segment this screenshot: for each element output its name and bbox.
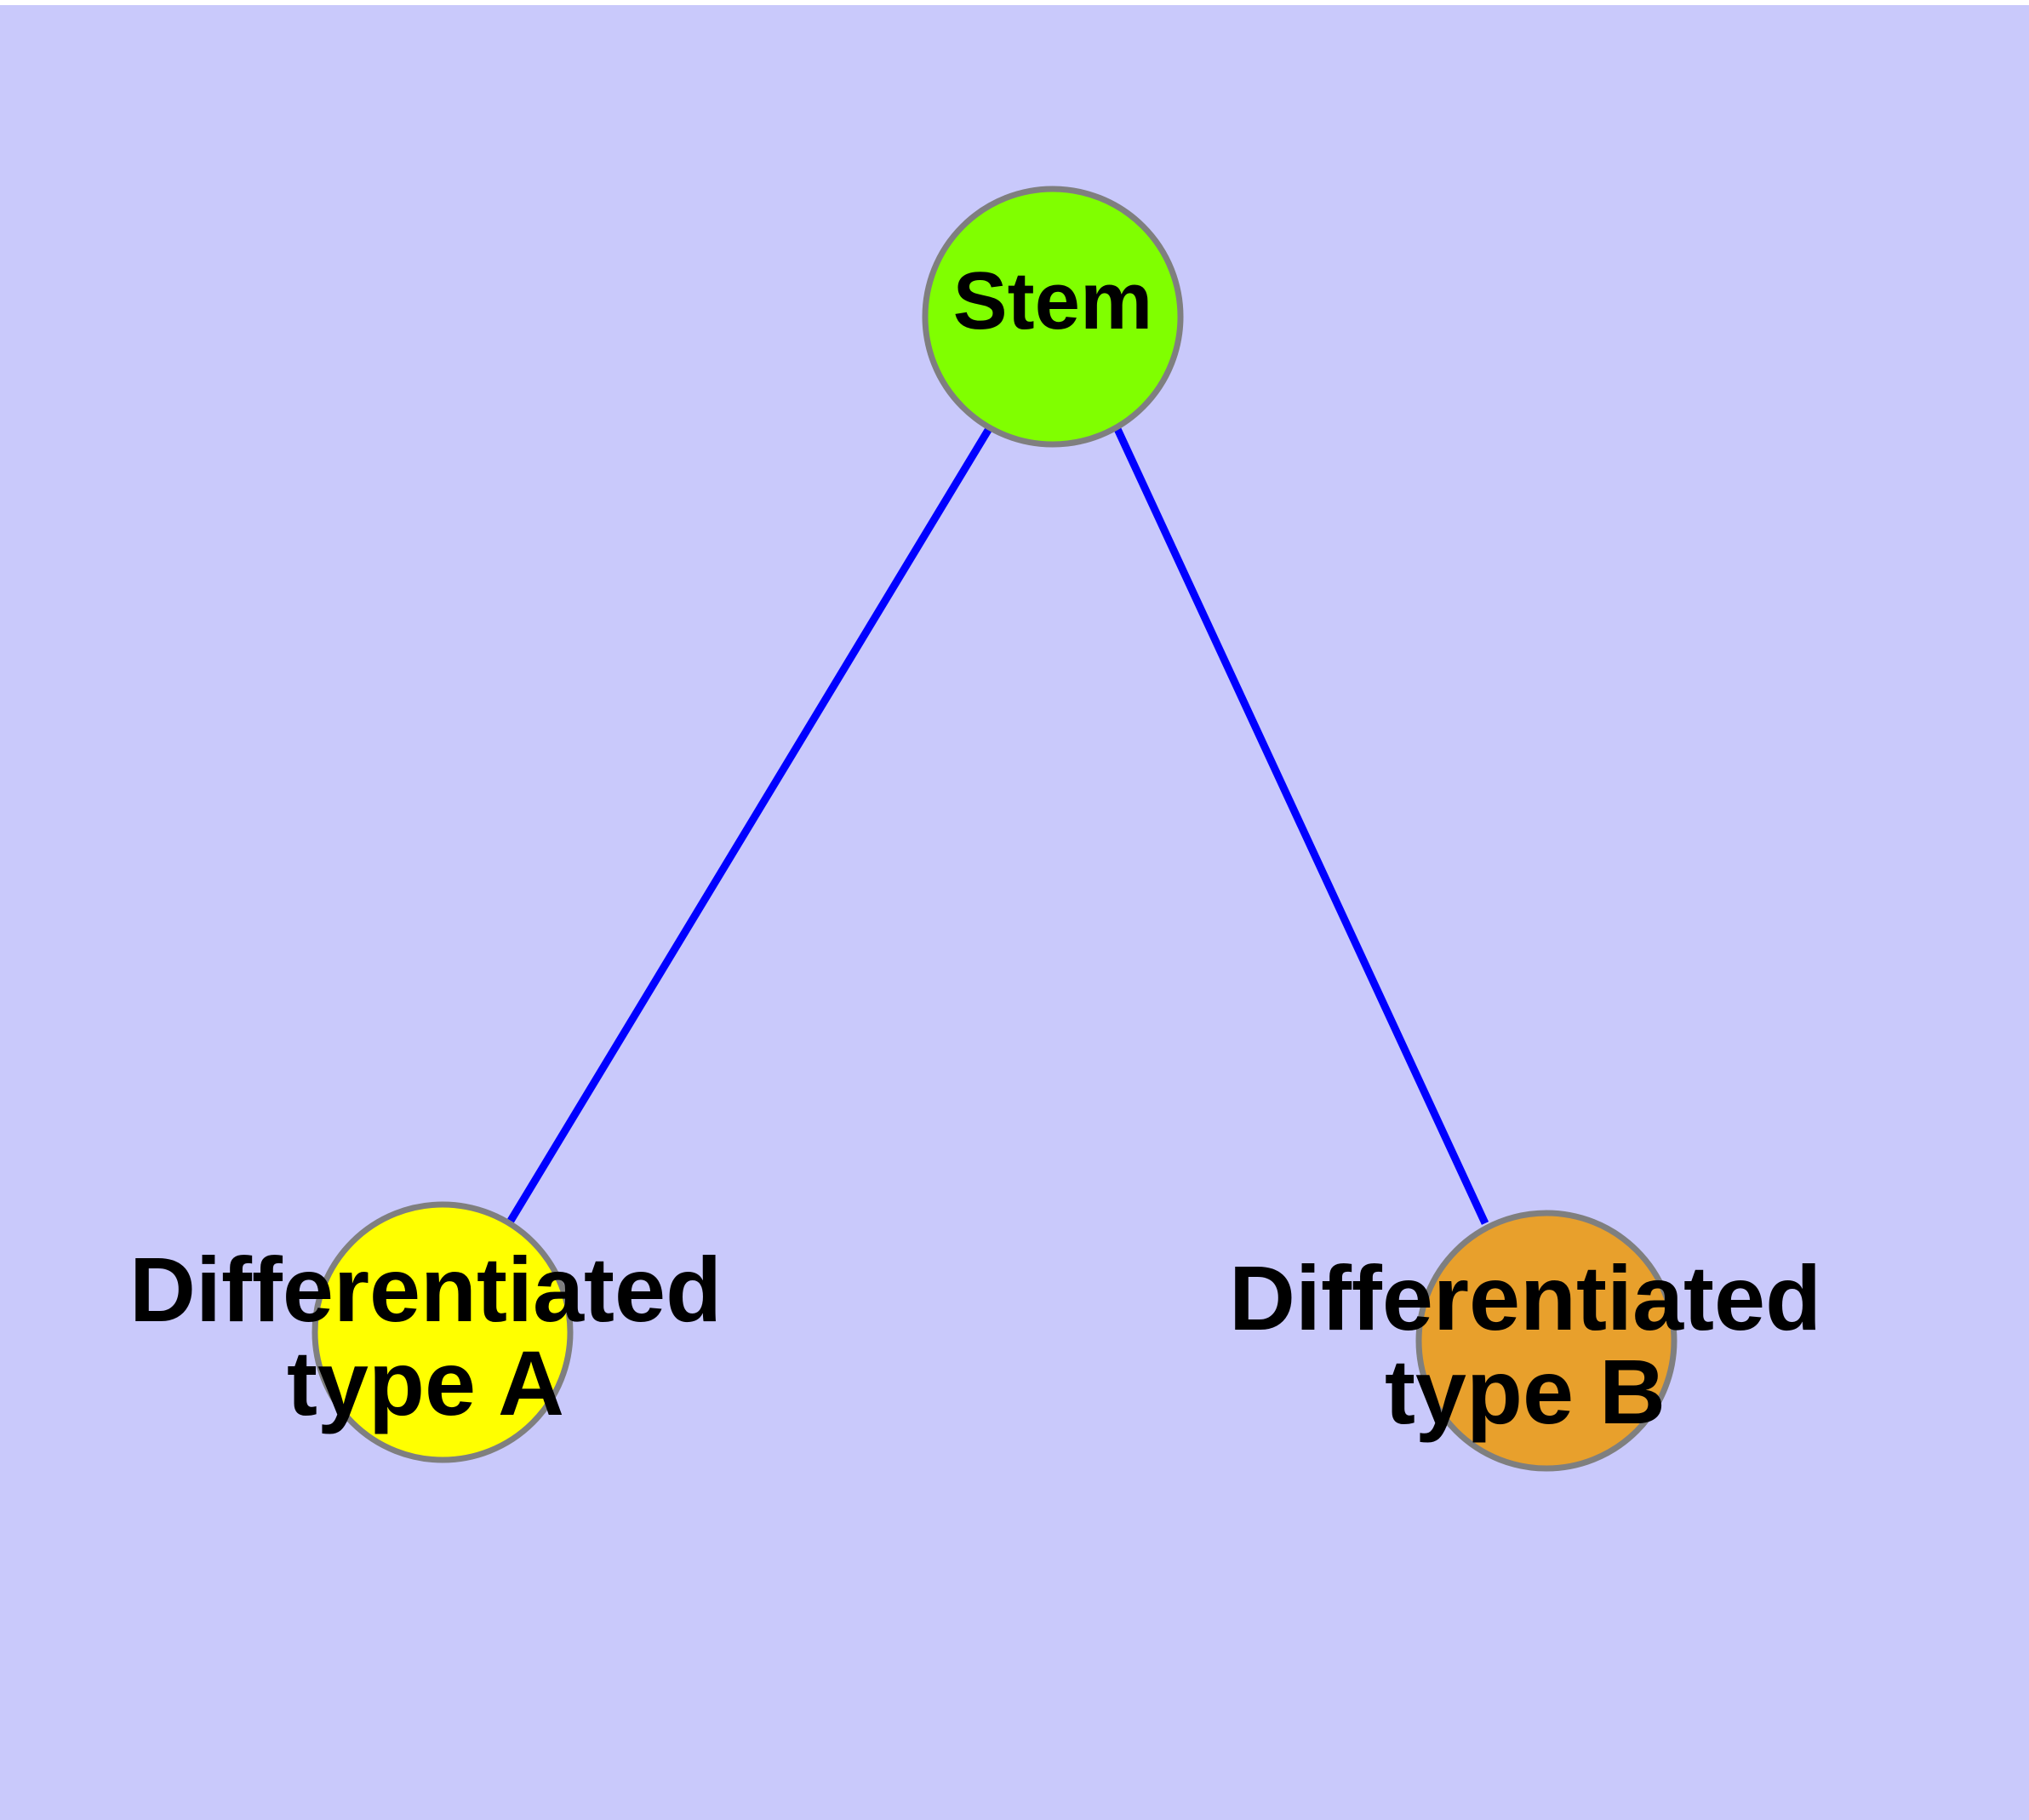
edge-group	[507, 425, 1489, 1225]
node-group	[311, 186, 1677, 1472]
node-circle-stem[interactable]	[922, 186, 1184, 448]
edge-stem-to-diff-a	[507, 425, 993, 1223]
edge-stem-to-diff-b	[1113, 427, 1489, 1225]
node-circle-differentiated-type-a[interactable]	[311, 1201, 574, 1463]
node-circle-differentiated-type-b[interactable]	[1415, 1210, 1677, 1472]
top-margin-strip	[0, 0, 2029, 5]
